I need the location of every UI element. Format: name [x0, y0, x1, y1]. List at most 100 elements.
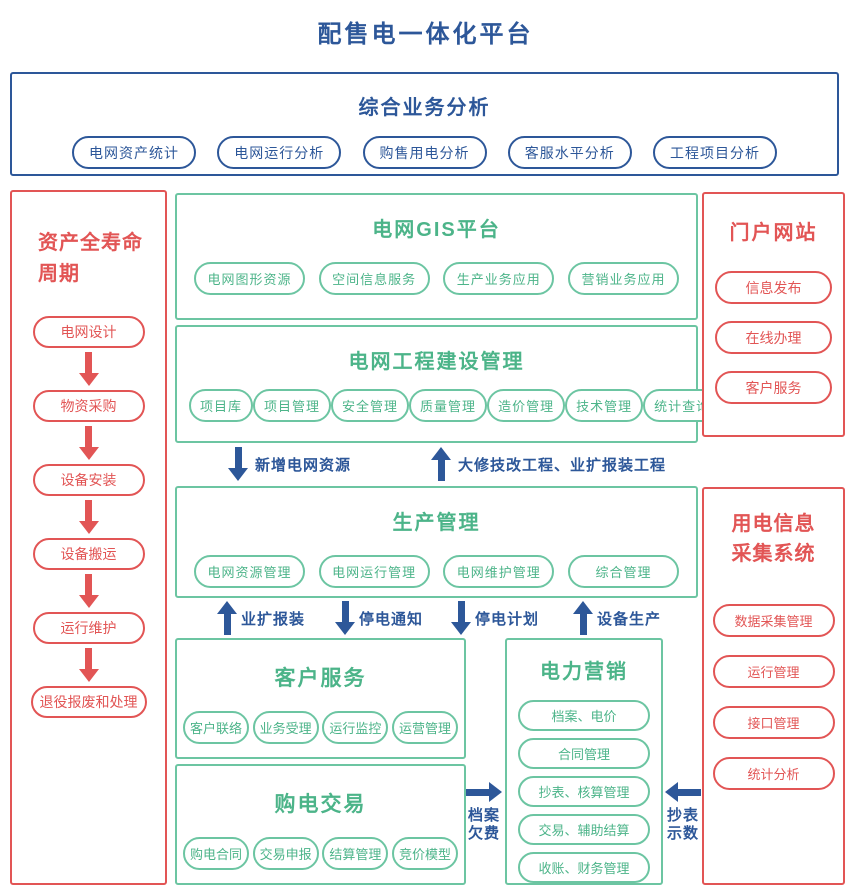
- flow-group-expansion-application: 业扩报装: [217, 601, 305, 635]
- pill-comprehensive-management: 综合管理: [567, 555, 679, 588]
- collection-system-title-line1: 用电信息: [731, 513, 816, 535]
- pill-grid-resource-management: 电网资源管理: [194, 555, 305, 588]
- flow-group-outage-notice: 停电通知: [335, 601, 423, 635]
- pill-operation-maintenance: 运行维护: [32, 612, 145, 644]
- pill-purchase-contract: 购电合同: [183, 837, 250, 870]
- pill-contract-management: 合同管理: [518, 738, 650, 769]
- pill-quality-management: 质量管理: [409, 389, 488, 422]
- pill-equipment-transport: 设备搬运: [32, 538, 145, 570]
- page-title: 配售电一体化平台: [317, 21, 534, 48]
- production-pills-row: 电网资源管理 电网运行管理 电网维护管理 综合管理: [177, 555, 696, 588]
- down-arrow-icon: [335, 601, 356, 635]
- flow-construction-production: 新增电网资源 大修技改工程、业扩报装工程: [175, 445, 698, 483]
- power-marketing-pills: 档案、电价 合同管理 抄表、核算管理 交易、辅助结算 收账、财务管理: [507, 700, 661, 883]
- flow-label-expansion-application: 业扩报装: [241, 610, 306, 628]
- construction-pills-row: 项目库 项目管理 安全管理 质量管理 造价管理 技术管理 统计查询: [177, 389, 722, 422]
- power-marketing-title: 电力营销: [540, 661, 628, 683]
- flow-label-outage-plan: 停电计划: [475, 610, 540, 628]
- pill-project-library: 项目库: [189, 389, 254, 422]
- collection-system-title: 用电信息 采集系统: [704, 509, 843, 569]
- pill-service-level-analysis: 客服水平分析: [507, 136, 632, 169]
- flow-archive-arrears: 档案 欠费: [463, 782, 505, 842]
- pill-settlement-management: 结算管理: [322, 837, 389, 870]
- asset-lifecycle-flow: 电网设计 物资采购 设备安装 设备搬运 运行维护 退役报废和处理: [12, 316, 165, 718]
- down-arrow-icon: [78, 574, 99, 608]
- pill-project-management: 项目管理: [253, 389, 332, 422]
- down-arrow-icon: [78, 500, 99, 534]
- flow-label-new-grid-resources: 新增电网资源: [255, 456, 352, 474]
- pill-trade-auxiliary-settlement: 交易、辅助结算: [518, 814, 650, 845]
- flow-label-overhaul-expansion: 大修技改工程、业扩报装工程: [458, 456, 667, 474]
- flow-production-lower: 业扩报装 停电通知 停电计划 设备生产: [175, 599, 698, 637]
- flow-label-meter-line2: 示数: [666, 824, 699, 842]
- flow-label-outage-notice: 停电通知: [359, 610, 424, 628]
- asset-lifecycle-title-line1: 资产全寿命: [38, 232, 143, 254]
- asset-lifecycle-title-line2: 周期: [38, 263, 80, 285]
- pill-marketing-business-apps: 营销业务应用: [567, 262, 679, 295]
- flow-group-new-grid-resources: 新增电网资源: [228, 447, 351, 481]
- pill-equipment-installation: 设备安装: [32, 464, 145, 496]
- pill-meter-reading-accounting: 抄表、核算管理: [518, 776, 650, 807]
- flow-meter-reading: 抄表 示数: [662, 782, 704, 842]
- pill-customer-contact: 客户联络: [183, 711, 250, 744]
- production-management-box: 生产管理 电网资源管理 电网运行管理 电网维护管理 综合管理: [175, 486, 698, 598]
- construction-management-box: 电网工程建设管理 项目库 项目管理 安全管理 质量管理 造价管理 技术管理 统计…: [175, 325, 722, 443]
- collection-pills: 数据采集管理 运行管理 接口管理 统计分析: [704, 604, 843, 790]
- flow-label-archive-arrears: 档案 欠费: [468, 807, 500, 842]
- portal-website-box: 门户网站 信息发布 在线办理 客户服务: [702, 192, 845, 437]
- customer-service-pills-row: 客户联络 业务受理 运行监控 运营管理: [177, 711, 464, 744]
- up-arrow-icon: [573, 601, 594, 635]
- pill-safety-management: 安全管理: [331, 389, 410, 422]
- collection-system-box: 用电信息 采集系统 数据采集管理 运行管理 接口管理 统计分析: [702, 487, 845, 885]
- pill-grid-maintenance-management: 电网维护管理: [443, 555, 555, 588]
- flow-label-archive-line2: 欠费: [467, 824, 500, 842]
- asset-lifecycle-title: 资产全寿命 周期: [12, 192, 165, 290]
- pill-grid-operation-analysis: 电网运行分析: [217, 136, 342, 169]
- pill-retirement-disposal: 退役报废和处理: [30, 686, 147, 718]
- down-arrow-icon: [78, 426, 99, 460]
- collection-system-title-line2: 采集系统: [731, 543, 816, 565]
- analysis-title: 综合业务分析: [358, 97, 491, 119]
- pill-statistical-analysis: 统计分析: [712, 757, 835, 790]
- flow-label-equipment-production: 设备生产: [597, 610, 662, 628]
- flow-label-meter-line1: 抄表: [666, 807, 699, 824]
- pill-operations-management: 运营管理: [391, 711, 458, 744]
- power-marketing-box: 电力营销 档案、电价 合同管理 抄表、核算管理 交易、辅助结算 收账、财务管理: [505, 638, 663, 885]
- down-arrow-icon: [451, 601, 472, 635]
- pill-bidding-model: 竞价模型: [391, 837, 458, 870]
- gis-platform-title: 电网GIS平台: [372, 219, 501, 241]
- pill-grid-design: 电网设计: [32, 316, 145, 348]
- right-arrow-icon: [466, 782, 502, 802]
- down-arrow-icon: [228, 447, 248, 481]
- pill-archive-price: 档案、电价: [518, 700, 650, 731]
- pill-cost-management: 造价管理: [487, 389, 566, 422]
- flow-group-equipment-production: 设备生产: [573, 601, 661, 635]
- customer-service-box: 客户服务 客户联络 业务受理 运行监控 运营管理: [175, 638, 466, 759]
- portal-pills: 信息发布 在线办理 客户服务: [704, 271, 843, 404]
- pill-purchase-sale-analysis: 购售用电分析: [362, 136, 487, 169]
- pill-production-business-apps: 生产业务应用: [443, 262, 555, 295]
- pill-operation-management: 运行管理: [712, 655, 835, 688]
- pill-collection-finance-management: 收账、财务管理: [518, 852, 650, 883]
- pill-grid-asset-statistics: 电网资产统计: [72, 136, 196, 169]
- pill-technology-management: 技术管理: [565, 389, 644, 422]
- power-purchase-title: 购电交易: [274, 793, 367, 816]
- analysis-box: 综合业务分析 电网资产统计 电网运行分析 购售用电分析 客服水平分析 工程项目分…: [10, 72, 839, 176]
- pill-operation-monitoring: 运行监控: [322, 711, 389, 744]
- pill-online-processing: 在线办理: [715, 321, 832, 354]
- pill-data-collection-management: 数据采集管理: [712, 604, 835, 637]
- pill-spatial-info-services: 空间信息服务: [318, 262, 430, 295]
- production-management-title: 生产管理: [392, 512, 481, 534]
- down-arrow-icon: [78, 648, 99, 682]
- asset-lifecycle-box: 资产全寿命 周期 电网设计 物资采购 设备安装 设备搬运 运行维护 退役报废和处…: [10, 190, 167, 885]
- down-arrow-icon: [78, 352, 99, 386]
- analysis-pills-row: 电网资产统计 电网运行分析 购售用电分析 客服水平分析 工程项目分析: [12, 136, 837, 169]
- pill-grid-graphic-resources: 电网图形资源: [194, 262, 305, 295]
- up-arrow-icon: [217, 601, 237, 635]
- pill-information-release: 信息发布: [715, 271, 832, 304]
- pill-trade-declaration: 交易申报: [252, 837, 319, 870]
- pill-interface-management: 接口管理: [712, 706, 835, 739]
- pill-project-analysis: 工程项目分析: [653, 136, 777, 169]
- portal-website-title: 门户网站: [729, 222, 818, 244]
- pill-business-acceptance: 业务受理: [252, 711, 319, 744]
